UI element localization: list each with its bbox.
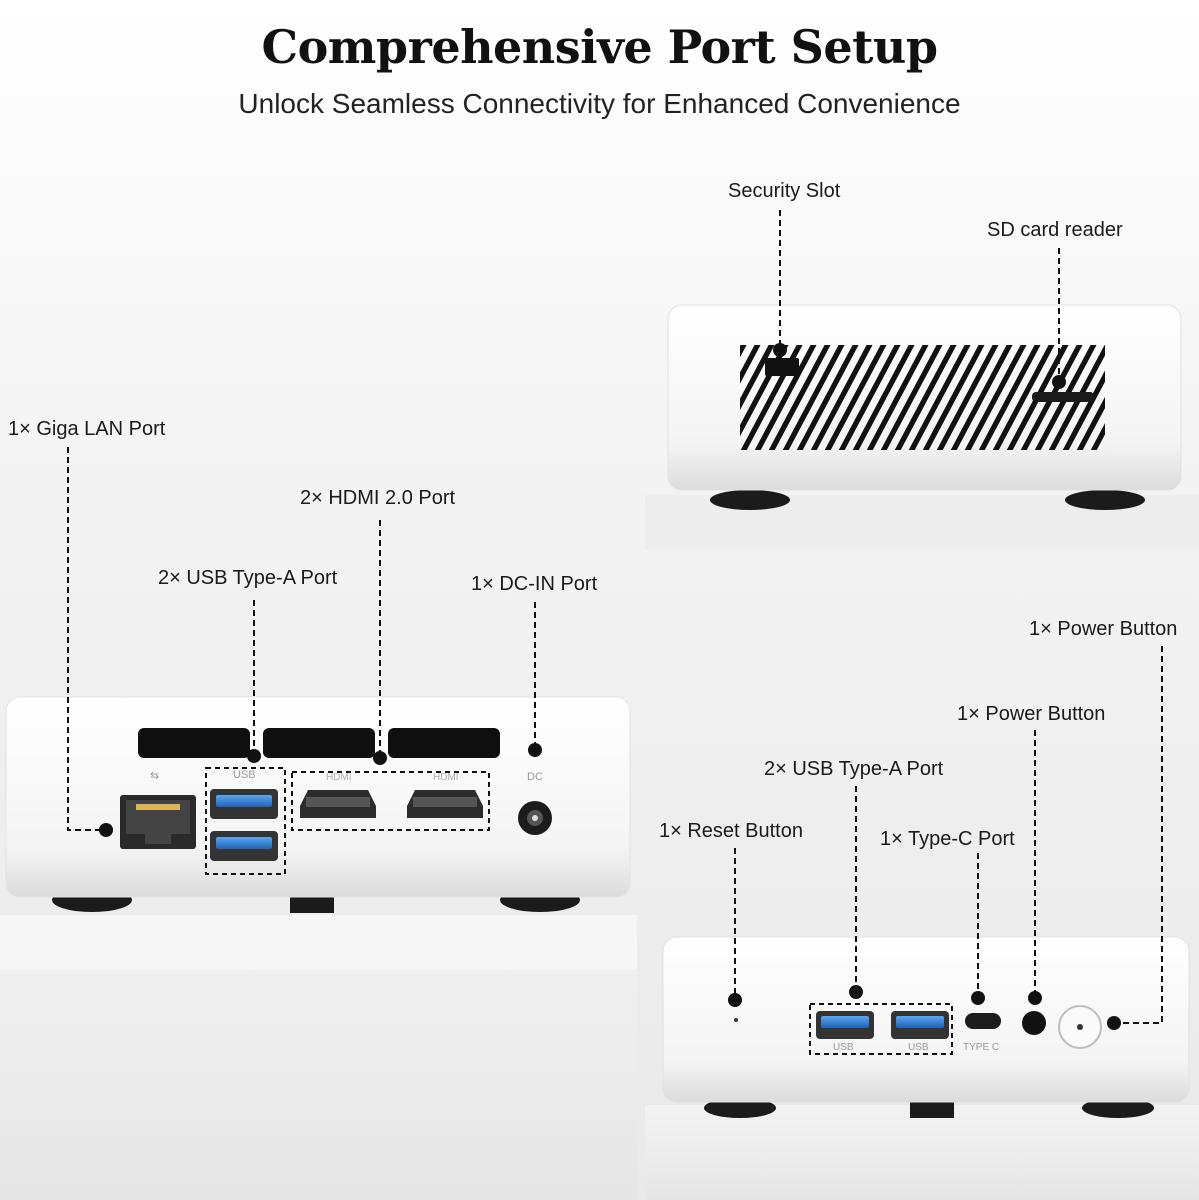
label-hdmi: 2× HDMI 2.0 Port <box>300 487 456 509</box>
rear-foot-center <box>290 893 334 913</box>
label-power-button-mid: 1× Power Button <box>957 703 1106 725</box>
label-rear-usb: 2× USB Type-A Port <box>158 567 338 589</box>
front-callout-dots <box>728 985 1121 1030</box>
audio-jack <box>1022 1011 1046 1035</box>
front-foot-left <box>704 1098 776 1118</box>
rear-table-top <box>0 915 637 970</box>
rear-vent-3 <box>388 728 500 758</box>
rear-usb-ports <box>210 789 278 861</box>
front-view-device <box>645 646 1199 1200</box>
typec-port <box>965 1013 1001 1029</box>
rear-vent-1 <box>138 728 250 758</box>
sd-card-slot <box>1032 392 1094 402</box>
lan-marking: ⇆ <box>150 770 160 782</box>
rear-usb-marking: USB <box>233 769 256 781</box>
front-table <box>645 1105 1199 1200</box>
hdmi-highlight <box>291 771 490 831</box>
hdmi2-marking: HDMI <box>433 772 459 783</box>
rear-view-device <box>0 447 637 1200</box>
side-foot-left <box>710 490 790 510</box>
side-callout-dots <box>773 343 1066 389</box>
side-callout-lines <box>779 210 1060 378</box>
rear-usb-highlight <box>205 767 286 875</box>
front-usb-ports <box>816 1011 949 1039</box>
page-title: Comprehensive Port Setup <box>261 20 938 74</box>
front-usb-highlight <box>809 1003 953 1055</box>
label-front-usb: 2× USB Type-A Port <box>764 758 944 780</box>
rear-callout-dots <box>99 743 542 837</box>
front-callout-lines <box>734 646 1163 1024</box>
label-giga-lan: 1× Giga LAN Port <box>8 418 166 440</box>
label-reset-button: 1× Reset Button <box>659 820 803 842</box>
side-view-device <box>645 210 1199 550</box>
label-power-button-top: 1× Power Button <box>1029 618 1178 640</box>
front-foot-right <box>1082 1098 1154 1118</box>
security-slot <box>765 358 799 376</box>
hdmi-ports <box>300 790 483 818</box>
dc-marking: DC <box>527 771 543 783</box>
side-foot-right <box>1065 490 1145 510</box>
front-foot-center <box>910 1100 954 1118</box>
front-usb1-marking: USB <box>833 1042 854 1053</box>
power-button-led <box>1077 1024 1083 1030</box>
page-subtitle: Unlock Seamless Connectivity for Enhance… <box>238 88 961 119</box>
front-usb2-marking: USB <box>908 1042 929 1053</box>
label-security-slot: Security Slot <box>728 180 841 202</box>
rear-callout-lines <box>67 447 536 831</box>
label-sd-card: SD card reader <box>987 219 1123 241</box>
label-dc-in: 1× DC-IN Port <box>471 573 598 595</box>
label-typec: 1× Type-C Port <box>880 828 1015 850</box>
dc-port <box>518 801 552 835</box>
typec-marking: TYPE C <box>963 1042 1000 1053</box>
reset-button <box>734 1018 738 1022</box>
rear-vent-2 <box>263 728 375 758</box>
lan-port <box>120 795 196 849</box>
hdmi1-marking: HDMI <box>326 772 352 783</box>
